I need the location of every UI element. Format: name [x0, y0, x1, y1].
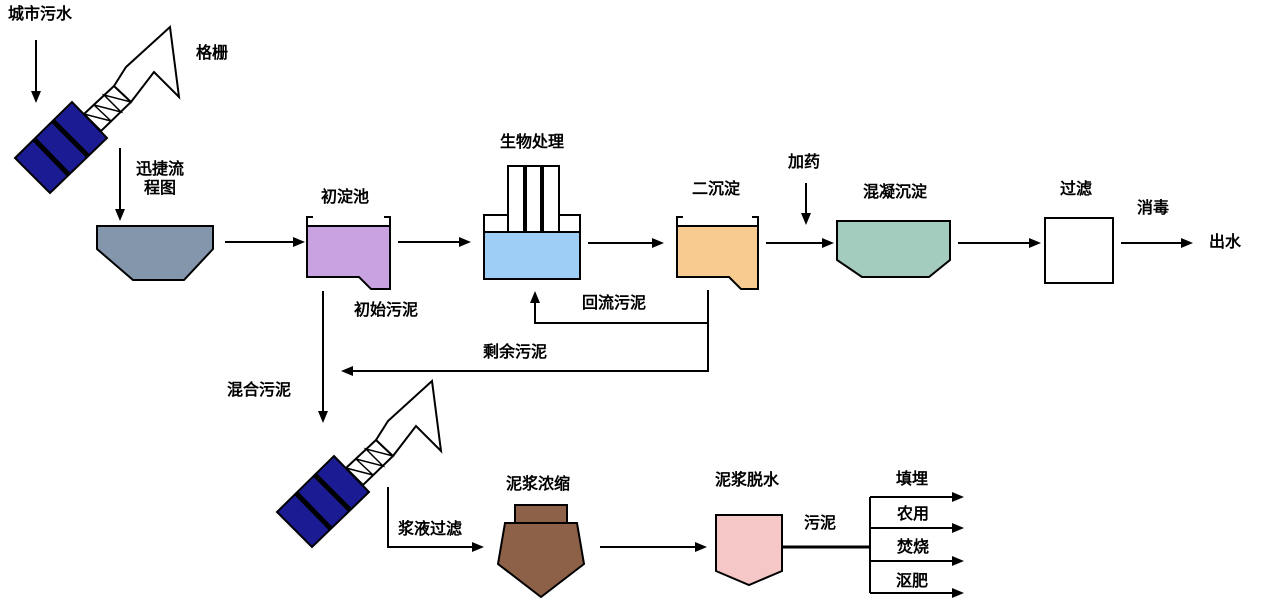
disposal-incineration-label: 焚烧	[897, 539, 930, 556]
screen-stripe	[313, 473, 352, 512]
excess-sludge-label: 剩余污泥	[483, 344, 548, 361]
arrow-slurry-filtration	[387, 487, 484, 552]
screen-stripe	[294, 491, 333, 531]
bar-screen-icon-top	[13, 24, 181, 195]
biological-unit	[483, 165, 581, 280]
dewatering-label: 泥浆脱水	[715, 472, 780, 489]
biological-label: 生物处理	[500, 134, 565, 151]
disposal-agriculture-label: 农用	[897, 506, 930, 523]
thickening-tank-neck	[514, 504, 568, 524]
mixed-sludge-label: 混合污泥	[227, 382, 292, 399]
initial-sludge-label: 初始污泥	[354, 302, 419, 319]
secondary-tank-shape	[676, 225, 759, 290]
screen-stripe	[32, 137, 71, 177]
return-sludge-label: 回流污泥	[582, 295, 647, 312]
screen-label: 格栅	[196, 45, 229, 62]
source-label: 城市污水	[8, 6, 73, 23]
coagulation-label: 混凝沉淀	[863, 184, 928, 201]
filtration-label: 过滤	[1060, 181, 1093, 198]
grit-tank-shape	[96, 225, 214, 281]
dewatering-tank-shape	[715, 514, 783, 587]
arrow-return-sludge	[530, 290, 709, 324]
primary-settling-label: 初淀池	[321, 189, 370, 206]
screen-stripe	[51, 119, 90, 158]
disposal-landfill-label: 填埋	[896, 471, 929, 488]
screen-arrow-flag	[112, 24, 181, 104]
dosing-label: 加药	[788, 154, 821, 171]
primary-tank-shape	[306, 225, 391, 290]
disposal-compost-label: 沤肥	[896, 573, 929, 590]
primary-tank-rim	[306, 216, 391, 227]
disinfection-label: 消毒	[1137, 200, 1170, 217]
slurry-filtration-label: 浆液过滤	[398, 521, 463, 538]
arrow-excess-sludge	[341, 323, 709, 376]
thickening-label: 泥浆浓缩	[506, 476, 571, 493]
filter-box-shape	[1044, 217, 1114, 284]
bio-tank-shape	[483, 231, 581, 280]
bio-column	[507, 165, 525, 233]
secondary-settling-label: 二沉淀	[692, 181, 741, 198]
sludge-label: 污泥	[804, 515, 837, 532]
thickening-tank-body	[496, 522, 586, 599]
bio-column	[542, 165, 560, 233]
coagulation-tank-shape	[836, 220, 951, 278]
secondary-tank-rim	[676, 216, 759, 227]
screen-arrow-flag	[374, 378, 443, 458]
effluent-label: 出水	[1209, 234, 1242, 251]
screen-body	[275, 454, 371, 549]
screen-body	[13, 100, 109, 195]
bio-column	[525, 165, 542, 233]
watermark-label: 迅捷流程图	[135, 161, 184, 198]
bar-screen-icon-bottom	[275, 378, 443, 549]
